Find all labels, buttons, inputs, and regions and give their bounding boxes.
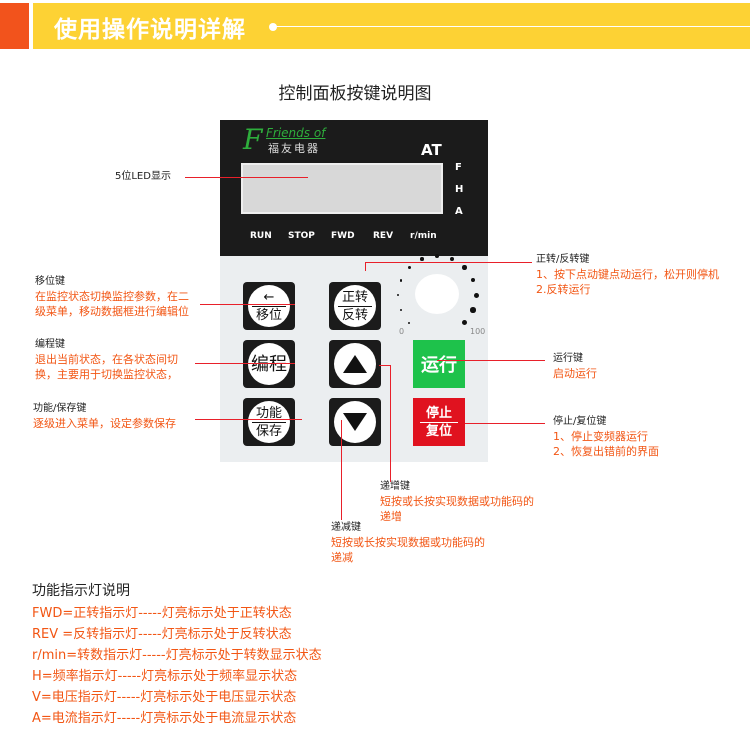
indicator-run: RUN — [250, 231, 272, 241]
forward-reverse-key[interactable]: 正转反转 — [329, 282, 381, 330]
down-desc-1: 短按或长按实现数据或功能码的 — [331, 536, 485, 549]
stop-desc-2: 2、恢复出错前的界面 — [553, 445, 659, 458]
function-label: 功能/保存键 — [33, 403, 87, 414]
stop-reset-key[interactable]: 停止复位 — [413, 398, 465, 446]
speed-knob[interactable] — [415, 274, 459, 314]
led-display — [241, 163, 443, 214]
run-pointer-line — [437, 360, 545, 361]
legend-item: r/min=转数指示灯-----灯亮标示处于转数显示状态 — [32, 648, 322, 663]
brand-logo-mark: F — [243, 123, 263, 156]
indicator-h: H — [455, 184, 464, 195]
shift-desc-1: 在监控状态切换监控参数，在二 — [35, 290, 189, 303]
down-desc-2: 递减 — [331, 551, 353, 564]
legend-item: H=频率指示灯-----灯亮标示处于频率显示状态 — [32, 669, 298, 684]
led-pointer-line — [185, 177, 308, 178]
legend-item: V=电压指示灯-----灯亮标示处于电压显示状态 — [32, 690, 297, 705]
knob-scale-dot — [461, 319, 468, 326]
knob-scale-dot — [462, 265, 467, 270]
up-desc-1: 短按或长按实现数据或功能码的 — [380, 495, 534, 508]
legend-item: REV =反转指示灯-----灯亮标示处于反转状态 — [32, 627, 292, 642]
brand-logo: Friends of — [266, 126, 326, 140]
shift-pointer-line — [200, 304, 295, 305]
knob-scale-dot — [408, 321, 411, 324]
indicator-a: A — [455, 206, 463, 217]
stop-pointer-line — [465, 423, 545, 424]
program-desc-2: 换，主要用于切换监控状态， — [35, 368, 178, 381]
up-pointer-line — [390, 365, 391, 482]
indicator-rev: REV — [373, 231, 394, 241]
down-label: 递减键 — [331, 522, 361, 533]
legend-item: A=电流指示灯-----灯亮标示处于电流显示状态 — [32, 711, 297, 726]
shift-label: 移位键 — [35, 276, 65, 287]
knob-scale-dot — [407, 265, 411, 269]
up-label: 递增键 — [380, 481, 410, 492]
knob-scale-dot — [399, 278, 403, 282]
function-pointer-line — [195, 419, 302, 420]
program-label: 编程键 — [35, 339, 65, 350]
fwd-pointer-stub — [365, 262, 366, 271]
up-key[interactable] — [329, 340, 381, 388]
down-arrow-icon — [343, 413, 367, 431]
legend-title: 功能指示灯说明 — [32, 583, 130, 599]
knob-scale-dot — [449, 256, 454, 261]
shift-key[interactable]: ←移位 — [243, 282, 295, 330]
header-dot — [269, 23, 277, 31]
led-label: 5位LED显示 — [115, 171, 171, 182]
knob-scale-dot — [399, 308, 403, 312]
header-accent — [0, 3, 29, 49]
knob-max-label: 100 — [470, 327, 486, 336]
header-line — [276, 26, 750, 27]
shift-desc-2: 级菜单，移动数据框进行编辑位 — [35, 305, 189, 318]
function-save-key[interactable]: 功能保存 — [243, 398, 295, 446]
run-label: 运行键 — [553, 353, 583, 364]
diagram-title: 控制面板按键说明图 — [278, 84, 432, 104]
up-pointer-stub — [379, 365, 391, 366]
knob-scale-dot — [420, 257, 424, 261]
knob-scale-dot — [435, 254, 439, 258]
indicator-rmin: r/min — [410, 231, 437, 241]
fwd-label: 正转/反转键 — [536, 254, 590, 265]
fwd-desc-1: 1、按下点动键点动运行，松开则停机 — [536, 268, 719, 281]
model-label: AT — [421, 141, 442, 159]
run-key[interactable]: 运行 — [413, 340, 465, 388]
down-key[interactable] — [329, 398, 381, 446]
program-desc-1: 退出当前状态，在各状态间切 — [35, 353, 178, 366]
down-pointer-line — [341, 420, 342, 520]
fwd-desc-2: 2.反转运行 — [536, 283, 591, 296]
indicator-fwd: FWD — [331, 231, 355, 241]
knob-scale-dot — [470, 277, 476, 283]
indicator-f: F — [455, 162, 462, 173]
brand-logo-cn: 福友电器 — [268, 142, 320, 155]
knob-min-label: 0 — [399, 327, 405, 336]
fwd-pointer-line — [365, 262, 532, 263]
knob-scale-dot — [396, 293, 400, 297]
knob-scale-dot — [473, 292, 479, 298]
legend-item: FWD=正转指示灯-----灯亮标示处于正转状态 — [32, 606, 292, 621]
stop-label: 停止/复位键 — [553, 416, 607, 427]
function-desc-1: 逐级进入菜单，设定参数保存 — [33, 417, 176, 430]
program-key[interactable]: 编程 — [243, 340, 295, 388]
run-desc-1: 启动运行 — [553, 367, 597, 380]
up-arrow-icon — [343, 355, 367, 373]
up-desc-2: 递增 — [380, 510, 402, 523]
stop-desc-1: 1、停止变频器运行 — [553, 430, 648, 443]
program-pointer-line — [195, 363, 295, 364]
header-title: 使用操作说明详解 — [54, 17, 246, 43]
indicator-stop: STOP — [288, 231, 315, 241]
knob-scale-dot — [470, 307, 476, 313]
